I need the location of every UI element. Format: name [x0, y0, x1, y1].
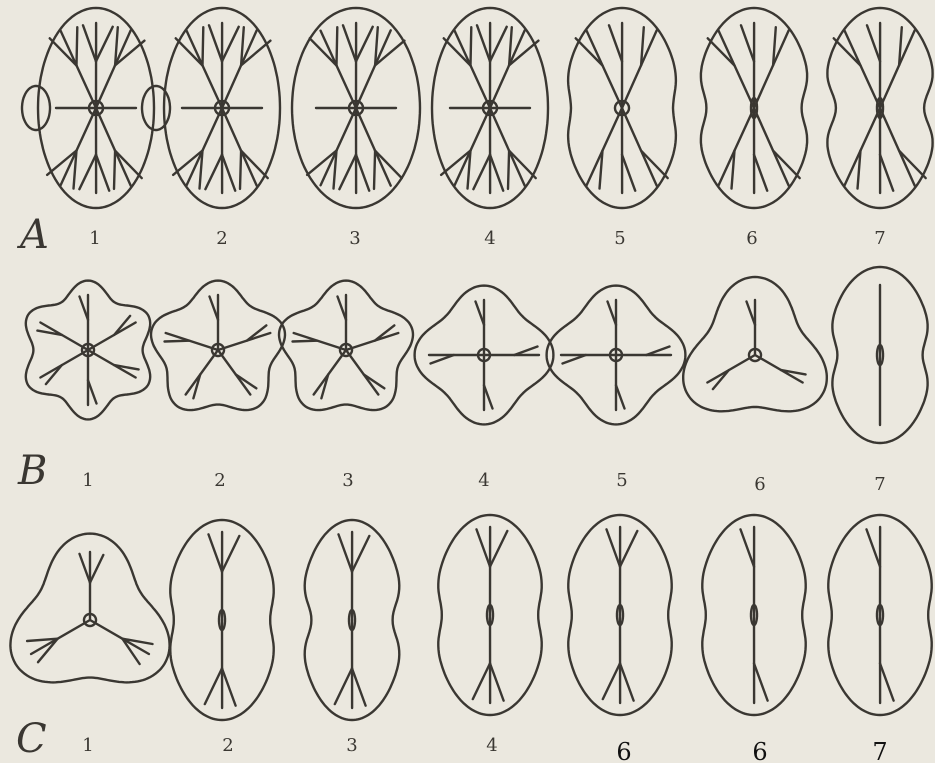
row-a-number-4: 4 — [484, 228, 495, 249]
row-letter-a: A — [16, 212, 49, 258]
row-b-number-6: 6 — [754, 474, 765, 495]
grain-canal — [471, 27, 472, 65]
row-c-number-1: 1 — [82, 735, 93, 756]
grain-canal — [508, 151, 509, 189]
grain-canal — [203, 27, 204, 65]
grain-canal — [240, 151, 241, 189]
row-c-number-2: 2 — [222, 735, 233, 756]
grain-canal — [374, 151, 375, 189]
row-b-number-4: 4 — [478, 470, 489, 491]
grain-canal — [114, 151, 115, 189]
row-c-number-4: 4 — [486, 735, 497, 756]
row-c-number-7: 7 — [872, 738, 887, 763]
row-a-number-7: 7 — [874, 228, 885, 249]
grain-canal — [293, 341, 318, 342]
grain-canal — [165, 341, 190, 342]
row-a-number-6: 6 — [746, 228, 757, 249]
grain-canal — [337, 27, 338, 65]
row-b-number-5: 5 — [616, 470, 627, 491]
row-a-number-1: 1 — [89, 228, 100, 249]
row-a-number-3: 3 — [349, 228, 360, 249]
row-b-number-7: 7 — [874, 474, 885, 495]
grain-canal — [77, 27, 78, 65]
row-a-number-2: 2 — [216, 228, 227, 249]
row-a-number-5: 5 — [614, 228, 625, 249]
row-b-number-1: 1 — [82, 470, 93, 491]
row-letter-b: B — [17, 448, 47, 494]
row-c-number-3: 3 — [346, 735, 357, 756]
row-b-number-2: 2 — [214, 470, 225, 491]
row-b-number-3: 3 — [342, 470, 353, 491]
row-letter-c: C — [16, 716, 47, 762]
row-c-number-5-label: 6 — [616, 738, 631, 763]
row-c-number-6: 6 — [752, 738, 767, 763]
